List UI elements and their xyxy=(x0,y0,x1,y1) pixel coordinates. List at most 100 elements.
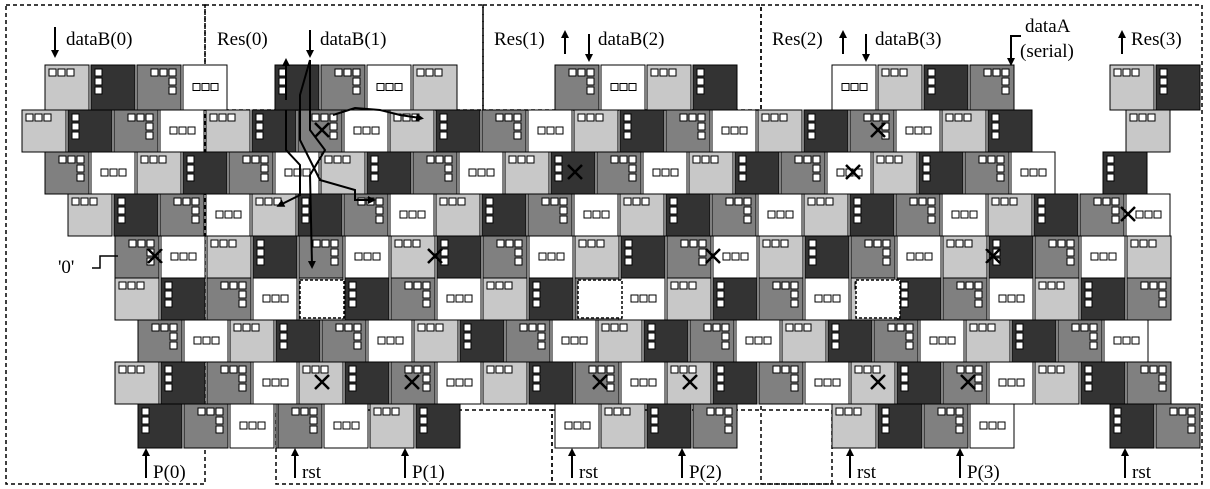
cell-block xyxy=(298,235,344,279)
cell-port xyxy=(577,113,586,122)
cell-port xyxy=(89,197,98,206)
cell-port xyxy=(754,336,763,345)
cell-port xyxy=(444,173,453,182)
cell-port xyxy=(890,68,899,77)
cell-port xyxy=(94,77,103,86)
cell-port xyxy=(974,281,983,290)
cell-port xyxy=(537,323,546,332)
cell-port xyxy=(25,113,34,122)
cell-port xyxy=(329,122,338,131)
cell-port xyxy=(1007,378,1016,387)
cell-port xyxy=(669,215,678,224)
cell-port xyxy=(1047,281,1056,290)
cell-port xyxy=(740,252,749,261)
cell-port xyxy=(987,323,996,332)
label-rst4: rst xyxy=(1132,462,1152,483)
cell-port xyxy=(785,323,794,332)
cell-port xyxy=(854,365,863,374)
cell-port xyxy=(320,113,329,122)
cell-port xyxy=(309,407,318,416)
cell-port xyxy=(965,281,974,290)
cell-port xyxy=(578,239,587,248)
cell-port xyxy=(1113,68,1122,77)
cell-port xyxy=(413,281,422,290)
cell-port xyxy=(215,210,224,219)
cell-port xyxy=(426,155,435,164)
cell-port xyxy=(353,323,362,332)
cell-port xyxy=(641,197,650,206)
cell-port xyxy=(951,210,960,219)
cell-port xyxy=(238,281,247,290)
cell-port xyxy=(448,197,457,206)
cell-port xyxy=(772,365,781,374)
cell-port xyxy=(215,425,224,434)
label-p2: P(2) xyxy=(689,462,722,483)
cell-port xyxy=(219,239,228,248)
cell-port xyxy=(955,416,964,425)
cell-port xyxy=(630,378,639,387)
cell-port xyxy=(776,210,785,219)
cell-port xyxy=(696,77,705,86)
cell-port xyxy=(573,421,582,430)
cell-port xyxy=(537,341,546,350)
label-p1: P(1) xyxy=(412,462,445,483)
cell-port xyxy=(996,164,1005,173)
cell-port xyxy=(439,113,448,122)
cell-port xyxy=(807,113,816,122)
cell-port xyxy=(1090,252,1099,261)
cell-port xyxy=(882,239,891,248)
cell-port xyxy=(279,323,288,332)
cell-port xyxy=(659,68,668,77)
cell-port xyxy=(1158,383,1167,392)
cell-port xyxy=(197,407,206,416)
cell-port xyxy=(639,294,648,303)
cell-port xyxy=(164,374,173,383)
cell-port xyxy=(946,239,955,248)
cell-port xyxy=(808,239,817,248)
cell-port xyxy=(647,341,656,350)
cell-port xyxy=(1037,206,1046,215)
cell-port xyxy=(554,164,563,173)
cell-port xyxy=(559,215,568,224)
cell-port xyxy=(688,281,697,290)
cell-port xyxy=(680,239,689,248)
cell-port xyxy=(808,248,817,257)
cell-port xyxy=(446,294,455,303)
cell-port xyxy=(586,86,595,95)
cell-port xyxy=(790,299,799,308)
cell-port xyxy=(371,126,380,135)
cell-port xyxy=(468,168,477,177)
cell-port xyxy=(229,365,238,374)
cell-port xyxy=(422,374,431,383)
cell-port xyxy=(547,252,556,261)
cross-switch-icon xyxy=(682,374,698,390)
cell-port xyxy=(1140,281,1149,290)
cell-port xyxy=(1158,281,1167,290)
cell-port xyxy=(697,131,706,140)
cell-port xyxy=(1016,294,1025,303)
cell-port xyxy=(1159,86,1168,95)
label-p0: P(0) xyxy=(153,462,186,483)
cell-port xyxy=(992,239,1001,248)
cell-port xyxy=(532,281,541,290)
cell-port xyxy=(706,407,715,416)
label-dataB2: dataB(2) xyxy=(598,29,664,50)
cell-port xyxy=(710,155,719,164)
cell-port xyxy=(978,323,987,332)
cell-port xyxy=(168,77,177,86)
cell-port xyxy=(577,68,586,77)
cell-port xyxy=(724,416,733,425)
cell-port xyxy=(803,323,812,332)
cell-port xyxy=(118,168,127,177)
cell-port xyxy=(372,252,381,261)
cell-port xyxy=(1149,365,1158,374)
cell-port xyxy=(1029,168,1038,177)
cell-port xyxy=(251,323,260,332)
cell-port xyxy=(987,155,996,164)
cell-port xyxy=(647,332,656,341)
cell-port xyxy=(463,341,472,350)
cell-port xyxy=(955,407,964,416)
cell-port xyxy=(439,197,448,206)
cell-port xyxy=(905,323,914,332)
